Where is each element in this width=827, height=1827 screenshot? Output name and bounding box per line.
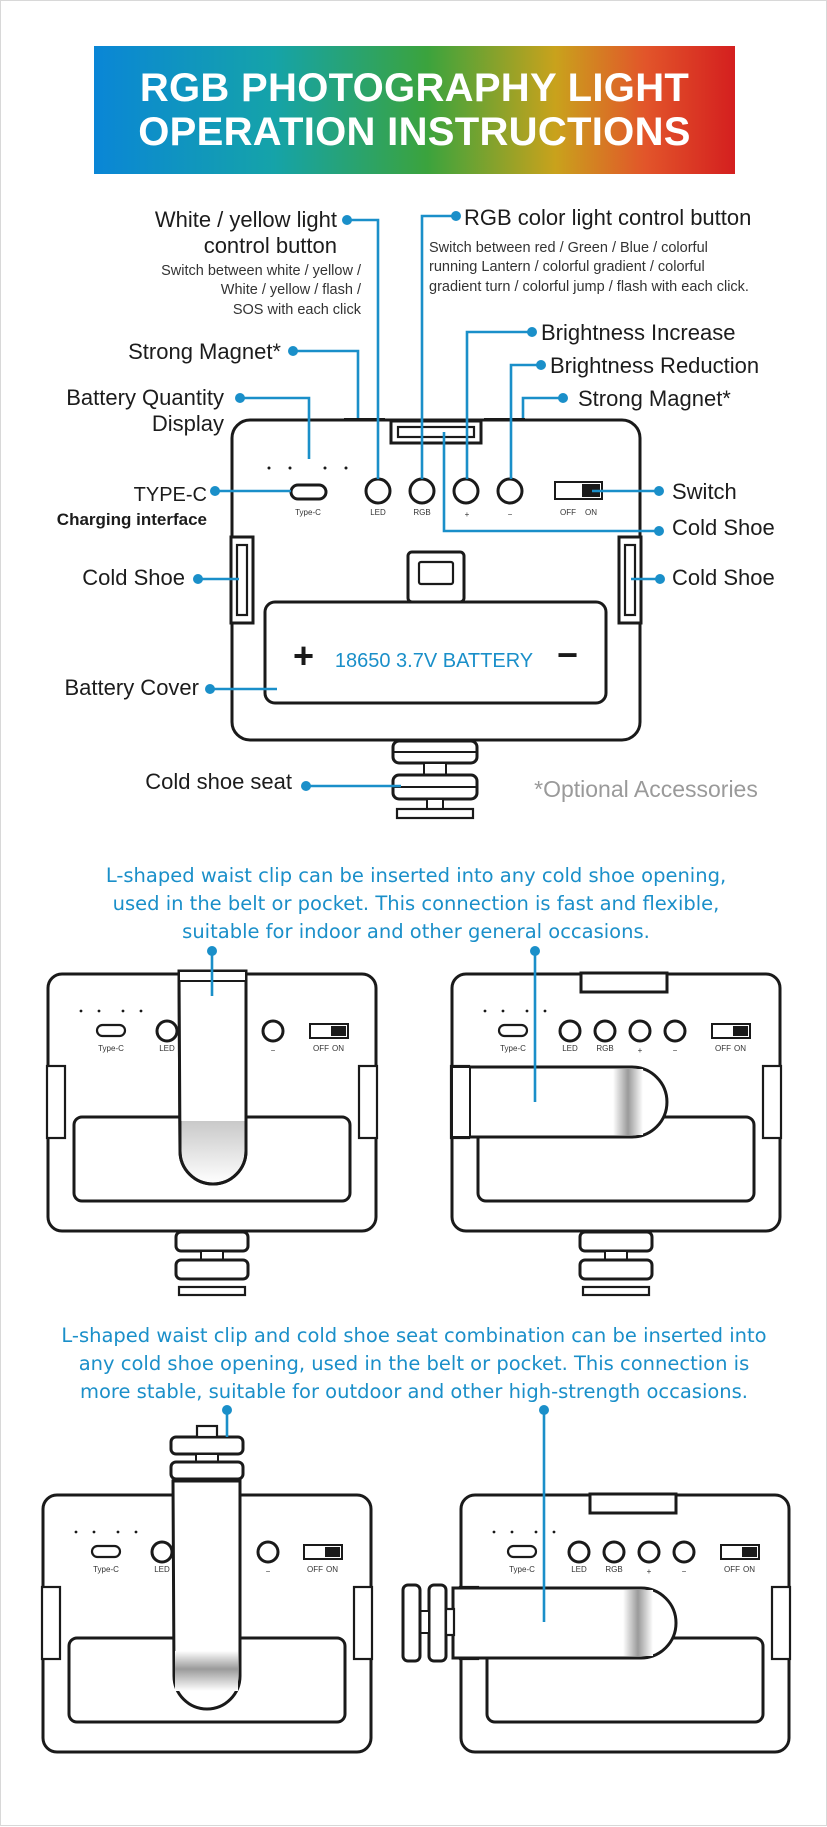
section1-line1: L-shaped waist clip can be inserted into… — [106, 864, 726, 887]
type-c-port[interactable] — [289, 483, 328, 501]
brightness-increase-label: Brightness Increase — [541, 320, 735, 345]
clip-example-horizontal: Type-C LED RGB + − OFF ON — [449, 946, 783, 1297]
clip-seat-example-vertical: Type-C LED − OFF ON — [40, 1405, 374, 1754]
strong-magnet-left-label: Strong Magnet* — [128, 339, 281, 364]
mini1-off: OFF — [313, 1044, 329, 1053]
battery-cover[interactable] — [263, 600, 608, 705]
type-c-label-2: Charging interface — [57, 510, 207, 529]
led-button[interactable] — [364, 477, 392, 505]
white-yellow-desc-1: Switch between white / yellow / — [161, 263, 362, 279]
plus-button-label: + — [465, 510, 470, 519]
mini3-led: LED — [154, 1565, 170, 1574]
battery-cover-label: Battery Cover — [65, 675, 200, 700]
section1-description: L-shaped waist clip can be inserted into… — [106, 864, 726, 943]
mini3-on: ON — [326, 1565, 338, 1574]
brightness-minus-button[interactable] — [496, 477, 524, 505]
mini1-typec: Type-C — [98, 1044, 124, 1053]
mini4-off: OFF — [724, 1565, 740, 1574]
battery-plus-sign: + — [293, 635, 314, 676]
switch-off-label: OFF — [560, 508, 576, 517]
battery-cover-text: 18650 3.7V BATTERY — [335, 650, 533, 672]
mini2-minus: − — [673, 1046, 678, 1055]
section2-description: L-shaped waist clip and cold shoe seat c… — [61, 1324, 766, 1403]
mini2-led: LED — [562, 1044, 578, 1053]
cold-shoe-left-label: Cold Shoe — [82, 565, 185, 590]
led-button-label: LED — [370, 508, 386, 517]
mini4-typec: Type-C — [509, 1565, 535, 1574]
mini3-off: OFF — [307, 1565, 323, 1574]
battery-minus-sign: − — [557, 634, 578, 675]
mini1-on: ON — [332, 1044, 344, 1053]
mini3-typec: Type-C — [93, 1565, 119, 1574]
mini4-led: LED — [571, 1565, 587, 1574]
clip-example-vertical: Type-C LED − OFF ON — [45, 946, 379, 1297]
white-yellow-desc-3: SOS with each click — [233, 302, 362, 318]
mini4-rgb: RGB — [605, 1565, 622, 1574]
section1-line3: suitable for indoor and other general oc… — [182, 920, 650, 943]
section2-line3: more stable, suitable for outdoor and ot… — [80, 1380, 748, 1403]
rgb-desc-3: gradient turn / colorful jump / flash wi… — [429, 279, 749, 295]
rgb-label: RGB color light control button — [464, 205, 751, 230]
section2-line1: L-shaped waist clip and cold shoe seat c… — [61, 1324, 766, 1347]
rgb-button[interactable] — [408, 477, 436, 505]
section2-line2: any cold shoe opening, used in the belt … — [79, 1352, 750, 1375]
cold-shoe-right-label: Cold Shoe — [672, 565, 775, 590]
section1-line2: used in the belt or pocket. This connect… — [113, 892, 720, 915]
power-switch[interactable] — [554, 481, 603, 500]
optional-accessories-note: *Optional Accessories — [534, 776, 758, 802]
title-banner: RGB PHOTOGRAPHY LIGHT OPERATION INSTRUCT… — [94, 46, 735, 174]
labels: White / yellow light control button Swit… — [57, 205, 775, 802]
mini3-minus: − — [266, 1567, 271, 1576]
rgb-desc-2: running Lantern / colorful gradient / co… — [429, 259, 705, 275]
brightness-reduction-label: Brightness Reduction — [550, 353, 759, 378]
mini2-plus: + — [638, 1046, 643, 1055]
strong-magnet-right-label: Strong Magnet* — [578, 386, 731, 411]
white-yellow-desc-2: White / yellow / flash / — [221, 282, 362, 298]
type-c-label-1: TYPE-C — [134, 484, 207, 506]
brightness-plus-button[interactable] — [452, 477, 480, 505]
rgb-desc-1: Switch between red / Green / Blue / colo… — [429, 240, 708, 256]
cold-shoe-seat-label: Cold shoe seat — [145, 769, 292, 794]
leader-lines — [193, 211, 665, 791]
mini4-minus: − — [682, 1567, 687, 1576]
type-c-port-label: Type-C — [295, 508, 321, 517]
battery-quantity-label-1: Battery Quantity — [66, 385, 224, 410]
main-device: Type-C LED RGB + − OFF ON — [229, 418, 643, 820]
minus-button-label: − — [508, 510, 513, 519]
white-yellow-label-line2: control button — [204, 233, 337, 258]
battery-quantity-label-2: Display — [152, 411, 224, 436]
switch-label: Switch — [672, 479, 737, 504]
mini2-off: OFF — [715, 1044, 731, 1053]
white-yellow-label-line1: White / yellow light — [155, 207, 337, 232]
mini4-on: ON — [743, 1565, 755, 1574]
mini2-on: ON — [734, 1044, 746, 1053]
switch-on-label: ON — [585, 508, 597, 517]
mini2-typec: Type-C — [500, 1044, 526, 1053]
page-title: RGB PHOTOGRAPHY LIGHT OPERATION INSTRUCT… — [138, 66, 691, 154]
clip-seat-example-horizontal: Type-C LED RGB + − OFF ON — [401, 1405, 792, 1754]
mini1-minus: − — [271, 1046, 276, 1055]
mini4-plus: + — [647, 1567, 652, 1576]
cold-shoe-top-label: Cold Shoe — [672, 515, 775, 540]
cold-shoe-seat — [391, 739, 479, 820]
rgb-button-label: RGB — [413, 508, 430, 517]
mini1-led: LED — [159, 1044, 175, 1053]
mini2-rgb: RGB — [596, 1044, 613, 1053]
battery-quantity-dots — [267, 466, 348, 470]
